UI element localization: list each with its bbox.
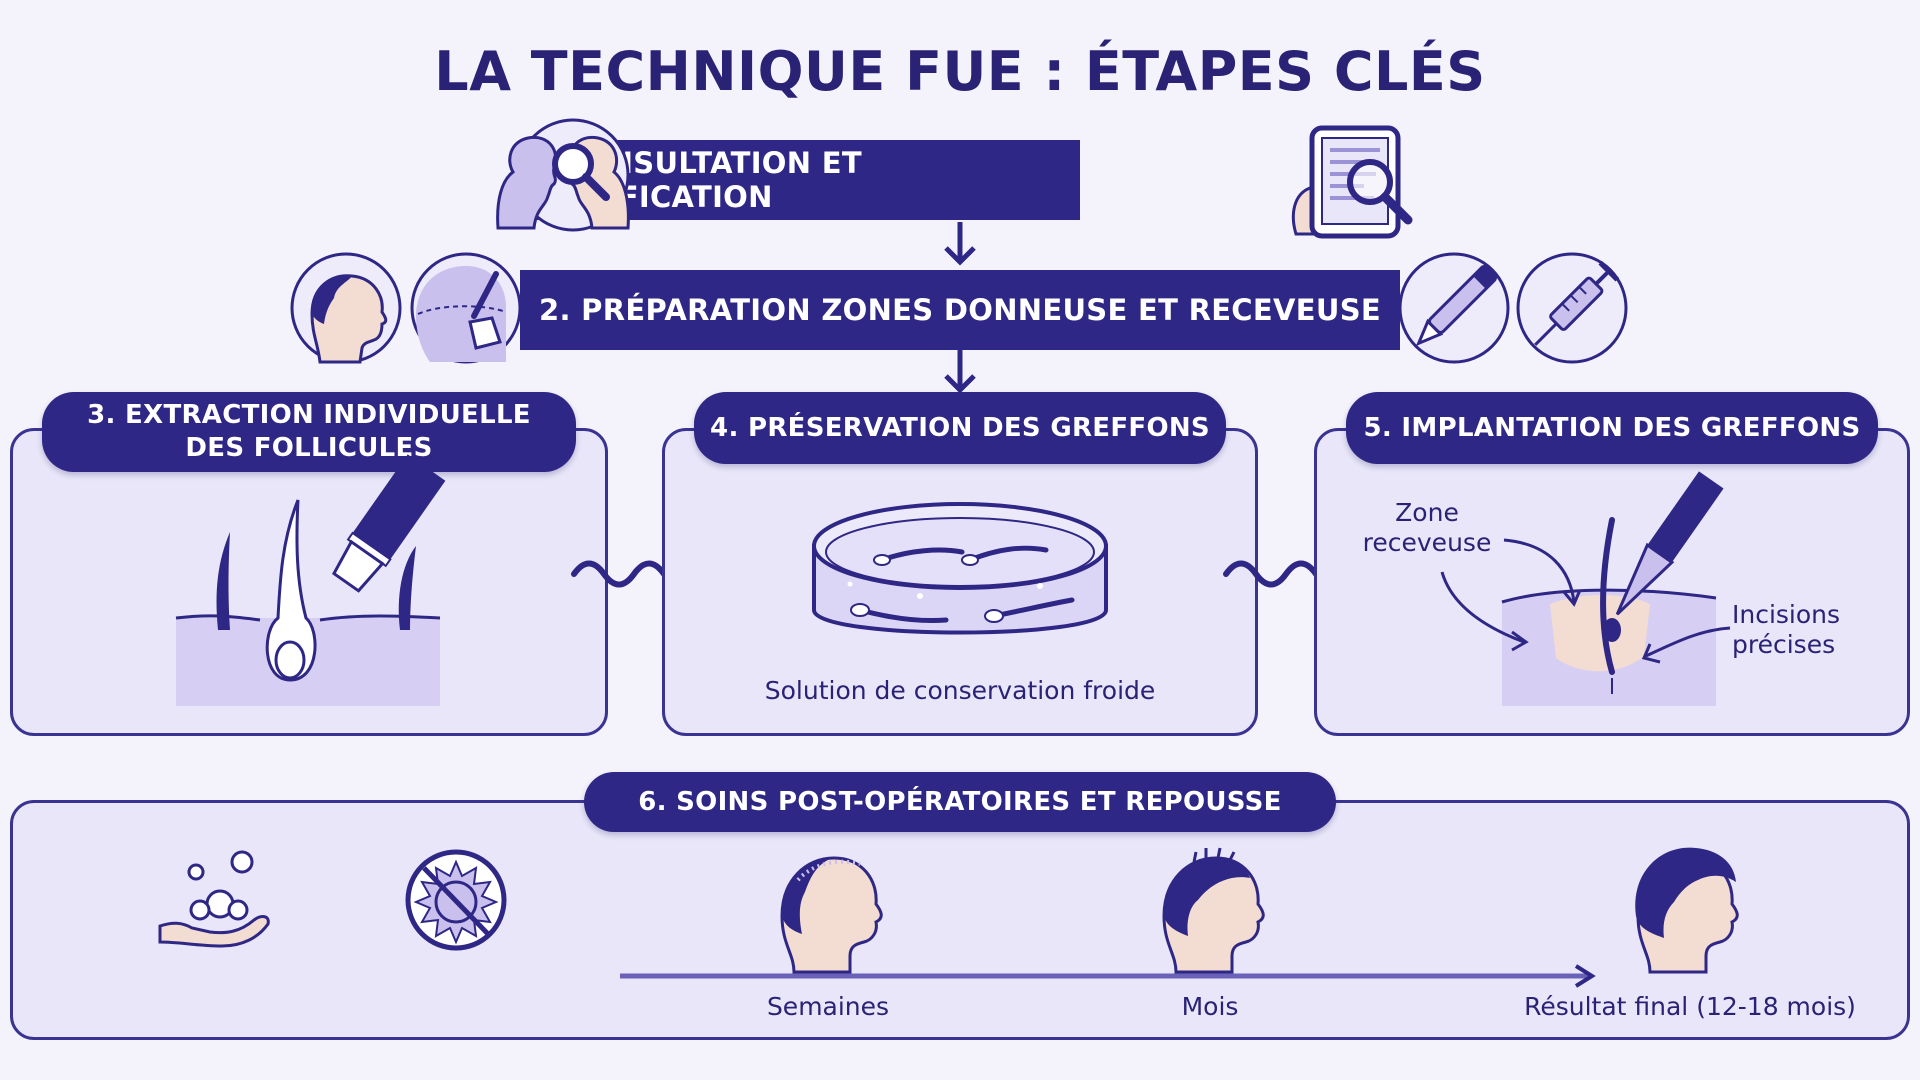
step-4-title: 4. PRÉSERVATION DES GREFFONS — [694, 392, 1226, 464]
timeline-months-label: Mois — [1181, 992, 1239, 1021]
arrow-down-2-icon — [944, 350, 976, 394]
receiving-zone-line2: receveuse — [1362, 528, 1492, 557]
step-3-title-line2: DES FOLLICULES — [185, 433, 433, 463]
page-title: LA TECHNIQUE FUE : ÉTAPES CLÉS — [434, 40, 1486, 103]
incisions-line1: Incisions — [1732, 600, 1841, 629]
head-weeks-icon — [780, 856, 883, 974]
step-3-title-line1: 3. EXTRACTION INDIVIDUELLE — [87, 400, 531, 430]
step-5-title-label: 5. IMPLANTATION DES GREFFONS — [1363, 412, 1861, 443]
step-6-title: 6. SOINS POST-OPÉRATOIRES ET REPOUSSE — [584, 772, 1336, 832]
step-2-label: 2. PRÉPARATION ZONES DONNEUSE ET RECEVEU… — [538, 293, 1382, 327]
incisions-label: Incisions précises — [1732, 600, 1862, 660]
scalp-marking-icon — [410, 252, 522, 364]
no-sun-icon — [405, 849, 507, 951]
receiving-zone-label: Zone receveuse — [1352, 498, 1502, 558]
pen-icon — [1398, 252, 1510, 364]
receiving-zone-line1: Zone — [1395, 498, 1459, 527]
syringe-icon — [1516, 252, 1628, 364]
step-3-title: 3. EXTRACTION INDIVIDUELLE DES FOLLICULE… — [42, 392, 576, 472]
head-months-icon — [1162, 847, 1265, 974]
head-final-icon — [1635, 847, 1739, 974]
consultation-heads-magnifier-icon — [496, 118, 630, 232]
step-2-banner: 2. PRÉPARATION ZONES DONNEUSE ET RECEVEU… — [520, 270, 1400, 350]
step-6-title-label: 6. SOINS POST-OPÉRATOIRES ET REPOUSSE — [638, 786, 1282, 817]
follicle-extraction-icon — [175, 454, 446, 706]
timeline-final-label: Résultat final (12-18 mois) — [1524, 992, 1856, 1021]
timeline-weeks-label: Semaines — [766, 992, 890, 1021]
incisions-line2: précises — [1732, 630, 1836, 659]
timeline-arrow-icon — [620, 964, 1596, 988]
step-6-panel — [10, 800, 1910, 1040]
arrow-down-1-icon — [944, 222, 976, 266]
step-5-title: 5. IMPLANTATION DES GREFFONS — [1346, 392, 1878, 464]
tablet-magnifier-icon — [1291, 125, 1413, 239]
implantation-icon — [1440, 471, 1731, 706]
washing-hand-icon — [158, 850, 270, 948]
step-4-title-label: 4. PRÉSERVATION DES GREFFONS — [710, 412, 1210, 443]
petri-dish-icon — [812, 502, 1108, 635]
head-profile-icon — [290, 252, 402, 364]
cold-solution-label: Solution de conservation froide — [764, 676, 1156, 705]
